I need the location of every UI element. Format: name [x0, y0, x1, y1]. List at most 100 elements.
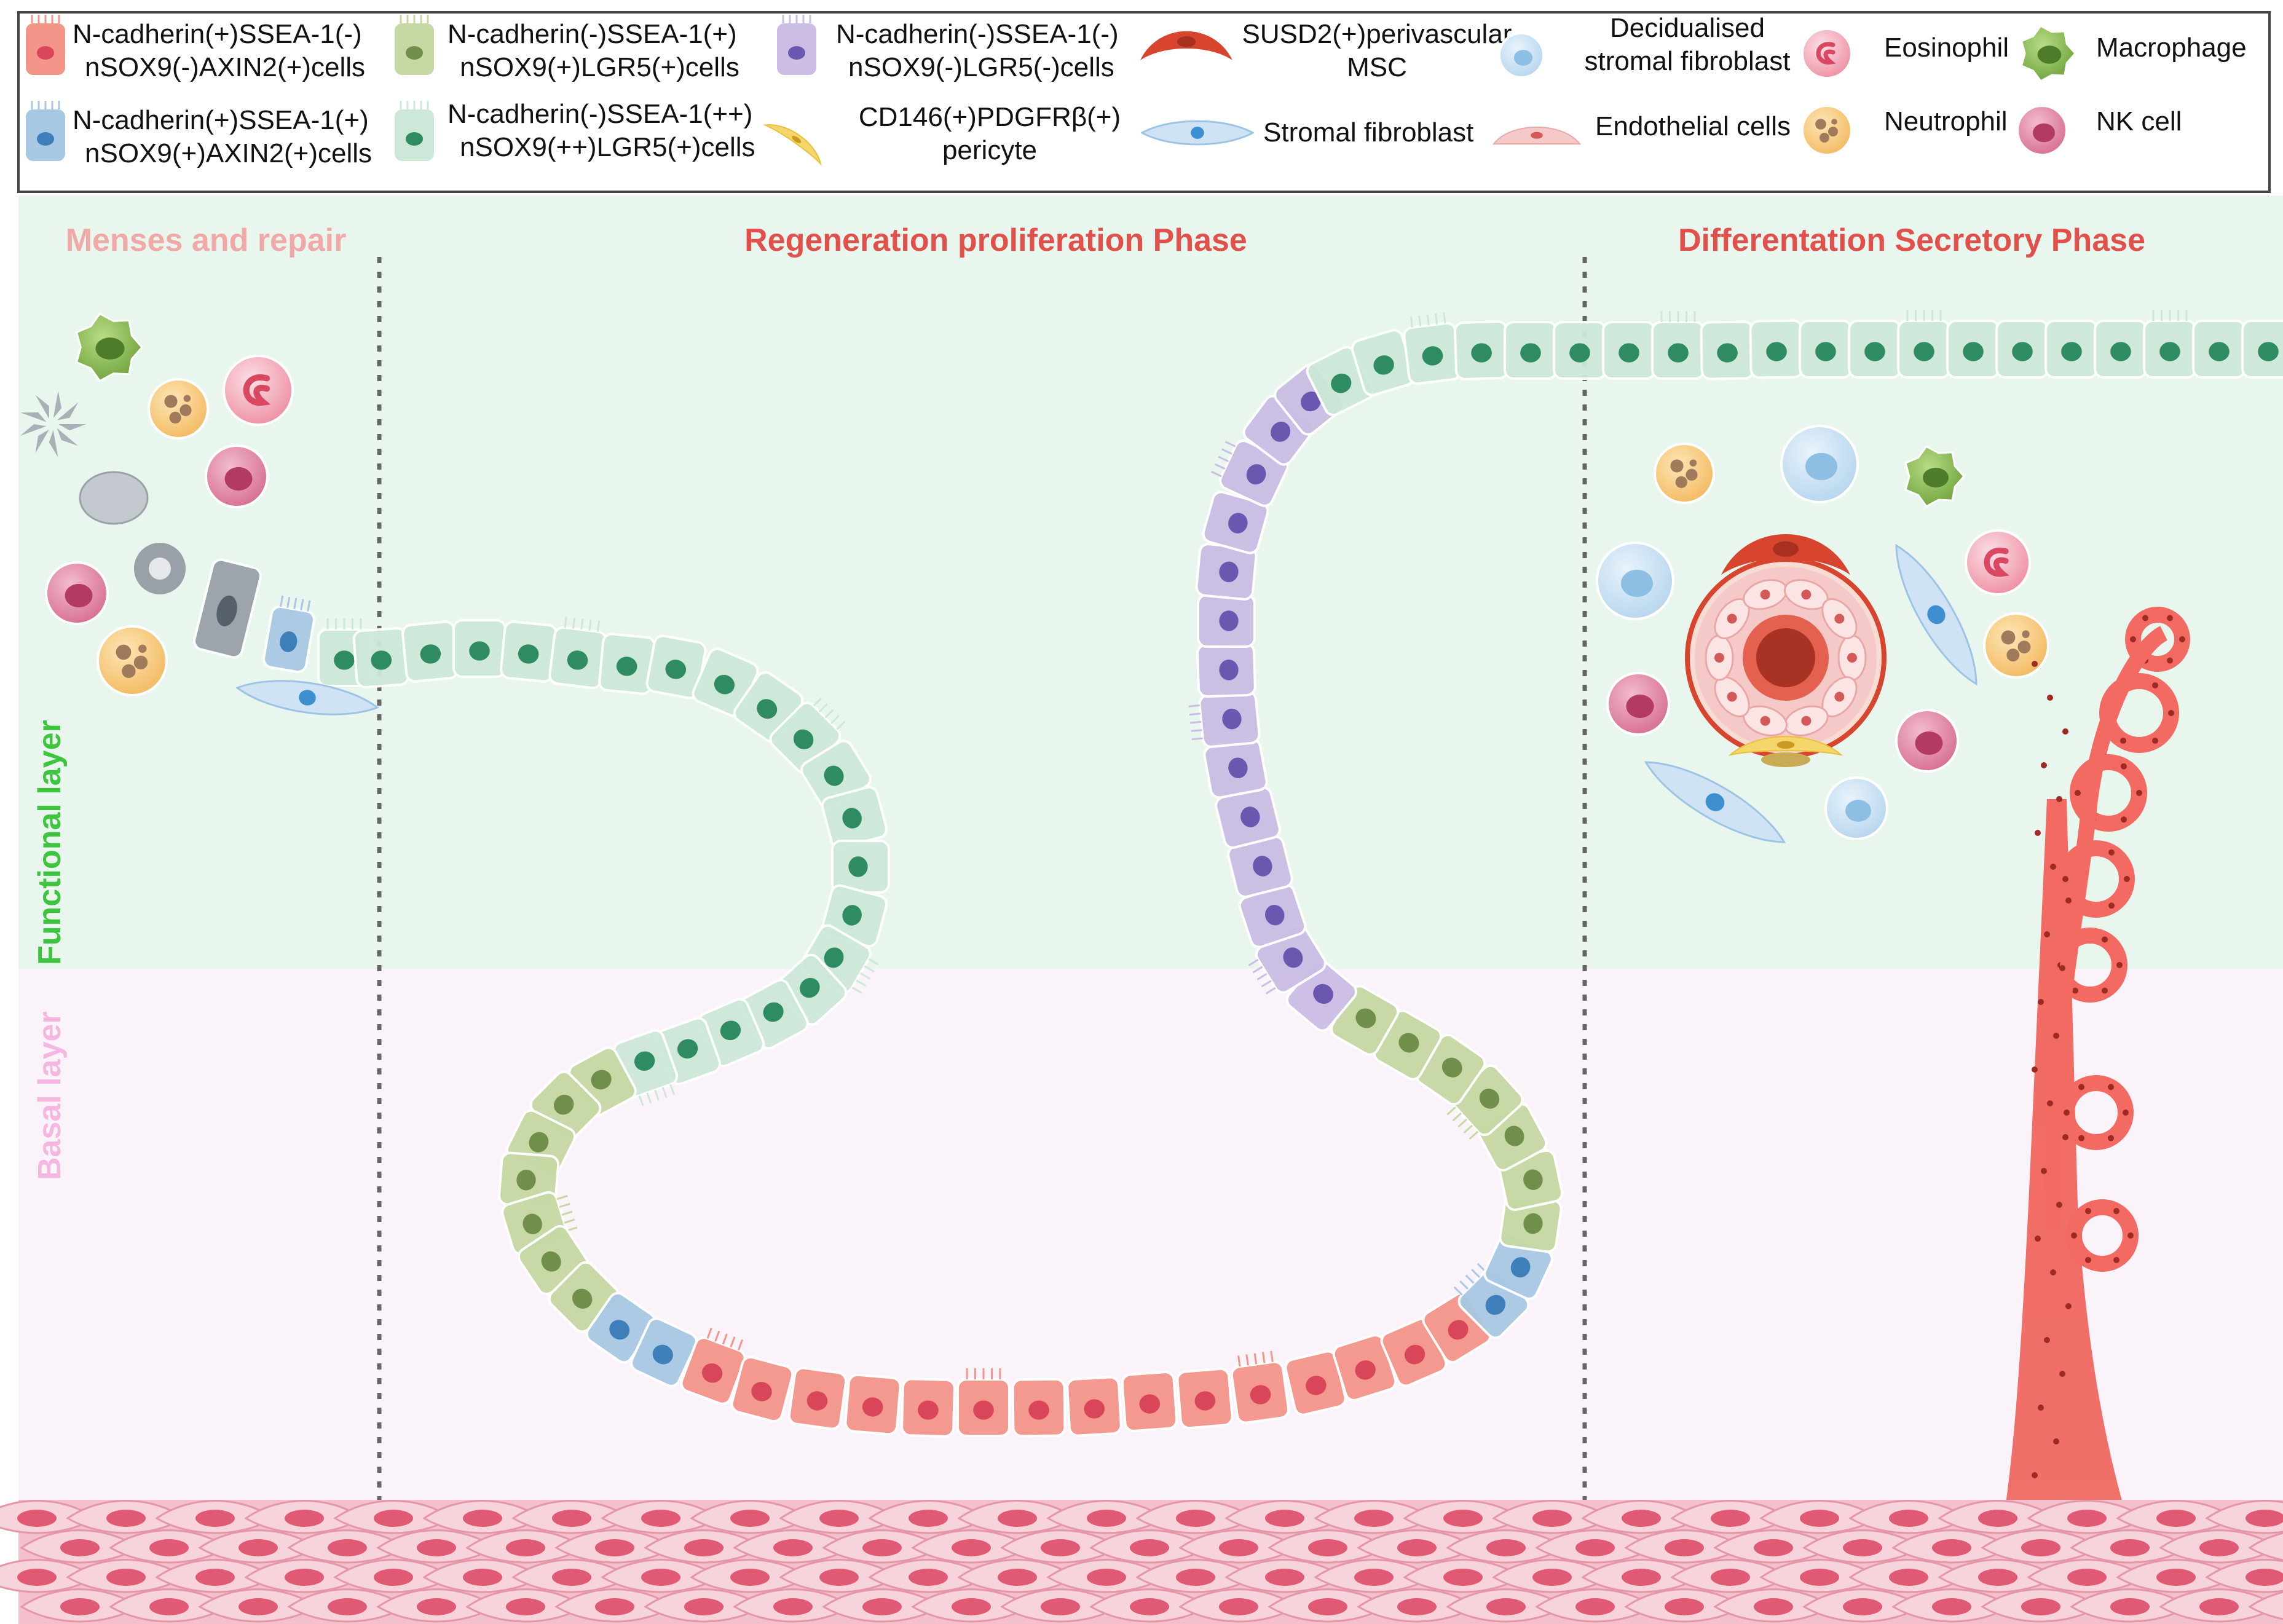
neutrophil	[97, 625, 168, 696]
legend-icon-nk-cell	[2016, 104, 2068, 156]
legend-icon-eosinophil	[1801, 28, 1853, 79]
blood-vessel-cross-section	[1685, 534, 1887, 767]
basal-stromal-cell	[66, 1500, 186, 1534]
epithelial-cell	[1848, 320, 1902, 379]
epithelial-cell	[1227, 835, 1293, 898]
epithelial-cell	[452, 619, 507, 678]
legend-box	[17, 11, 2271, 193]
decidualised-stromal-fibroblast	[1596, 542, 1674, 620]
basal-stromal-cell	[376, 1588, 497, 1623]
neutrophil	[1654, 443, 1715, 504]
epithelial-cell	[680, 1328, 746, 1405]
basal-stromal-cell	[690, 1500, 810, 1534]
phase-title-menses: Menses and repair	[66, 223, 347, 258]
basal-stromal-cell	[1981, 1529, 2101, 1564]
epithelial-cell	[2143, 310, 2197, 379]
legend-icon-ncad-neg-ssea-pos	[395, 15, 434, 75]
basal-stromal-cell	[0, 1500, 97, 1534]
menses-cells	[20, 312, 294, 696]
nk-cell	[1606, 672, 1670, 736]
epithelial-cell	[1602, 321, 1656, 380]
basal-stromal-cell	[1314, 1500, 1434, 1534]
epithelial-cell-shedding	[262, 595, 315, 674]
basal-stromal-cell	[1938, 1559, 2058, 1593]
basal-stromal-cell	[2248, 1591, 2283, 1620]
basal-stromal-cell	[957, 1500, 1078, 1534]
basal-stromal-cell	[1492, 1500, 1612, 1534]
epithelial-cell	[352, 627, 410, 688]
legend-label-ncad-pos-ssea-pos: N-cadherin(+)SSEA-1(+)	[73, 105, 369, 135]
legend-label-ncad-neg-ssea-neg: N-cadherin(-)SSEA-1(-)	[836, 19, 1119, 49]
nk-cell	[205, 444, 269, 508]
decidualised-stromal-fibroblast	[1824, 776, 1888, 840]
stromal-fibroblast	[1644, 761, 1786, 843]
epithelial-cell	[2094, 320, 2148, 379]
stromal-fibroblast	[235, 680, 379, 715]
legend-icon-neutrophil	[1801, 104, 1853, 156]
legend-label-decid-fibro: Decidualised	[1610, 13, 1765, 43]
basal-stromal-cell	[1624, 1588, 1745, 1623]
basal-stromal-cell	[198, 1588, 318, 1623]
phase-title-secretory: Differentation Secretory Phase	[1678, 223, 2145, 258]
basal-stromal-cell	[2027, 1559, 2147, 1593]
legend-label-ncad-neg-ssea-pp: N-cadherin(-)SSEA-1(++)	[448, 99, 752, 129]
basal-stromal-cell	[1670, 1559, 1791, 1593]
layer-label-basal: Basal layer	[32, 1011, 68, 1180]
basal-stromal-cell	[733, 1588, 853, 1623]
nk-cell	[1895, 709, 1959, 773]
epithelial-cell	[1176, 1367, 1234, 1430]
basal-stromal-cell	[511, 1559, 632, 1593]
legend-label2-ncad-pos-ssea-neg: nSOX9(-)AXIN2(+)cells	[85, 52, 365, 82]
nk-icon	[2016, 104, 2068, 156]
secretory-cells	[1596, 425, 2049, 843]
basal-stromal-cell	[868, 1559, 988, 1593]
legend-label-ncad-pos-ssea-neg: N-cadherin(+)SSEA-1(-)	[73, 19, 362, 49]
basal-stromal-cell	[1938, 1500, 2058, 1534]
legend-label-macrophage: Macrophage	[2096, 33, 2247, 63]
eosinophil	[1965, 529, 2031, 596]
basal-stromal-cell	[2159, 1588, 2279, 1623]
fibroblast-icon	[1140, 120, 1255, 146]
epithelial-cell	[787, 1366, 848, 1430]
basal-stromal-cell	[333, 1500, 454, 1534]
glandular-epithelium	[193, 310, 2283, 1438]
epithelial-cell	[844, 1373, 902, 1436]
basal-stromal-cell	[244, 1500, 365, 1534]
macrophage	[1904, 445, 1965, 508]
basal-stromal-cell	[2159, 1529, 2279, 1564]
basal-stromal-cell	[2248, 1532, 2283, 1561]
basal-stromal-cell	[1446, 1588, 1566, 1623]
legend-label2-pericyte: pericyte	[942, 135, 1037, 165]
endothelial-icon	[1492, 126, 1582, 145]
susd2-perivascular-msc	[1721, 534, 1850, 575]
artery-spine	[2044, 626, 2168, 1230]
basal-stromal-cells	[0, 1500, 2283, 1624]
basal-stromal-cell	[1891, 1588, 2012, 1623]
basal-stromal-cell	[1046, 1559, 1167, 1593]
epithelial-cell	[2241, 320, 2283, 379]
layer-label-functional: Functional layer	[32, 720, 68, 965]
legend-icon-stromal-fibro	[1140, 120, 1255, 146]
legend-label-nk-cell: NK cell	[2096, 106, 2182, 136]
eosinophil-icon	[1801, 28, 1853, 79]
apoptotic-debris	[20, 390, 86, 458]
functional-layer-region	[18, 195, 2283, 969]
basal-stromal-cell	[1357, 1588, 1477, 1623]
epithelial-cell	[821, 786, 888, 849]
basal-stromal-cell	[2205, 1500, 2283, 1534]
epithelial-cell	[2192, 320, 2246, 379]
basal-stromal-cell	[1891, 1529, 2012, 1564]
basal-stromal-cell	[1268, 1588, 1388, 1623]
legend-label2-decid-fibro: stromal fibroblast	[1584, 46, 1790, 76]
epithelial-cell	[1504, 321, 1558, 380]
epithelial-cell	[956, 1368, 1011, 1437]
stromal-fibroblast	[1895, 543, 1977, 686]
macrophage	[75, 312, 143, 382]
epithelial-cell	[401, 620, 459, 683]
legend-label-ncad-neg-ssea-pos: N-cadherin(-)SSEA-1(+)	[448, 19, 737, 49]
artery-trunk	[2001, 799, 2133, 1537]
spiral-artery	[2001, 607, 2190, 1537]
basal-stromal-cell	[779, 1500, 899, 1534]
legend-icon-ncad-neg-ssea-pp	[395, 101, 434, 161]
basal-stromal-cell	[244, 1559, 365, 1593]
